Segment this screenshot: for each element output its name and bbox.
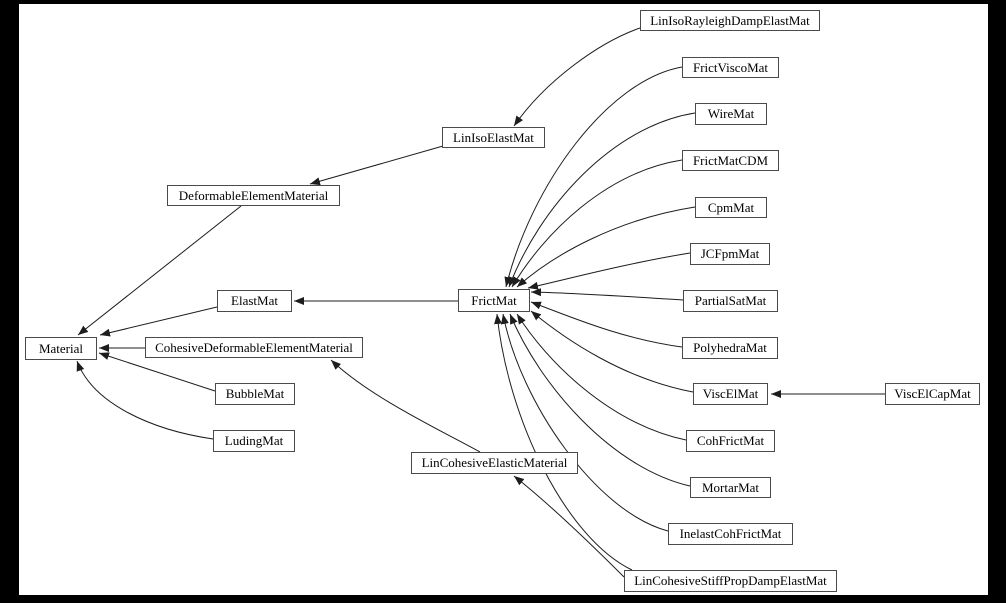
node-partial-sat-mat[interactable]: PartialSatMat xyxy=(683,290,778,312)
node-lin-iso-rayleigh-damp-elast-mat[interactable]: LinIsoRayleighDampElastMat xyxy=(640,10,820,31)
node-material[interactable]: Material xyxy=(25,337,97,360)
node-inelast-coh-frict-mat[interactable]: InelastCohFrictMat xyxy=(668,523,793,545)
node-lin-cohesive-stiff-prop-damp-elast-mat[interactable]: LinCohesiveStiffPropDampElastMat xyxy=(624,570,837,592)
node-frict-mat-cdm[interactable]: FrictMatCDM xyxy=(682,150,779,171)
node-visc-el-mat[interactable]: ViscElMat xyxy=(693,383,768,405)
node-polyhedra-mat[interactable]: PolyhedraMat xyxy=(682,337,778,359)
node-frict-visco-mat[interactable]: FrictViscoMat xyxy=(682,57,779,78)
node-cohesive-deformable-element-material[interactable]: CohesiveDeformableElementMaterial xyxy=(145,337,363,358)
node-lin-cohesive-elastic-material[interactable]: LinCohesiveElasticMaterial xyxy=(411,452,578,474)
node-bubble-mat[interactable]: BubbleMat xyxy=(215,383,295,405)
node-cpm-mat[interactable]: CpmMat xyxy=(695,197,767,218)
node-elast-mat[interactable]: ElastMat xyxy=(217,290,292,312)
node-lin-iso-elast-mat[interactable]: LinIsoElastMat xyxy=(442,127,545,148)
node-coh-frict-mat[interactable]: CohFrictMat xyxy=(686,430,775,452)
node-luding-mat[interactable]: LudingMat xyxy=(213,430,295,452)
node-frict-mat[interactable]: FrictMat xyxy=(458,289,530,312)
node-jcfpm-mat[interactable]: JCFpmMat xyxy=(690,243,770,265)
node-wire-mat[interactable]: WireMat xyxy=(695,103,767,125)
node-deformable-element-material[interactable]: DeformableElementMaterial xyxy=(167,185,340,206)
node-mortar-mat[interactable]: MortarMat xyxy=(690,477,771,498)
node-visc-el-cap-mat[interactable]: ViscElCapMat xyxy=(885,383,980,405)
